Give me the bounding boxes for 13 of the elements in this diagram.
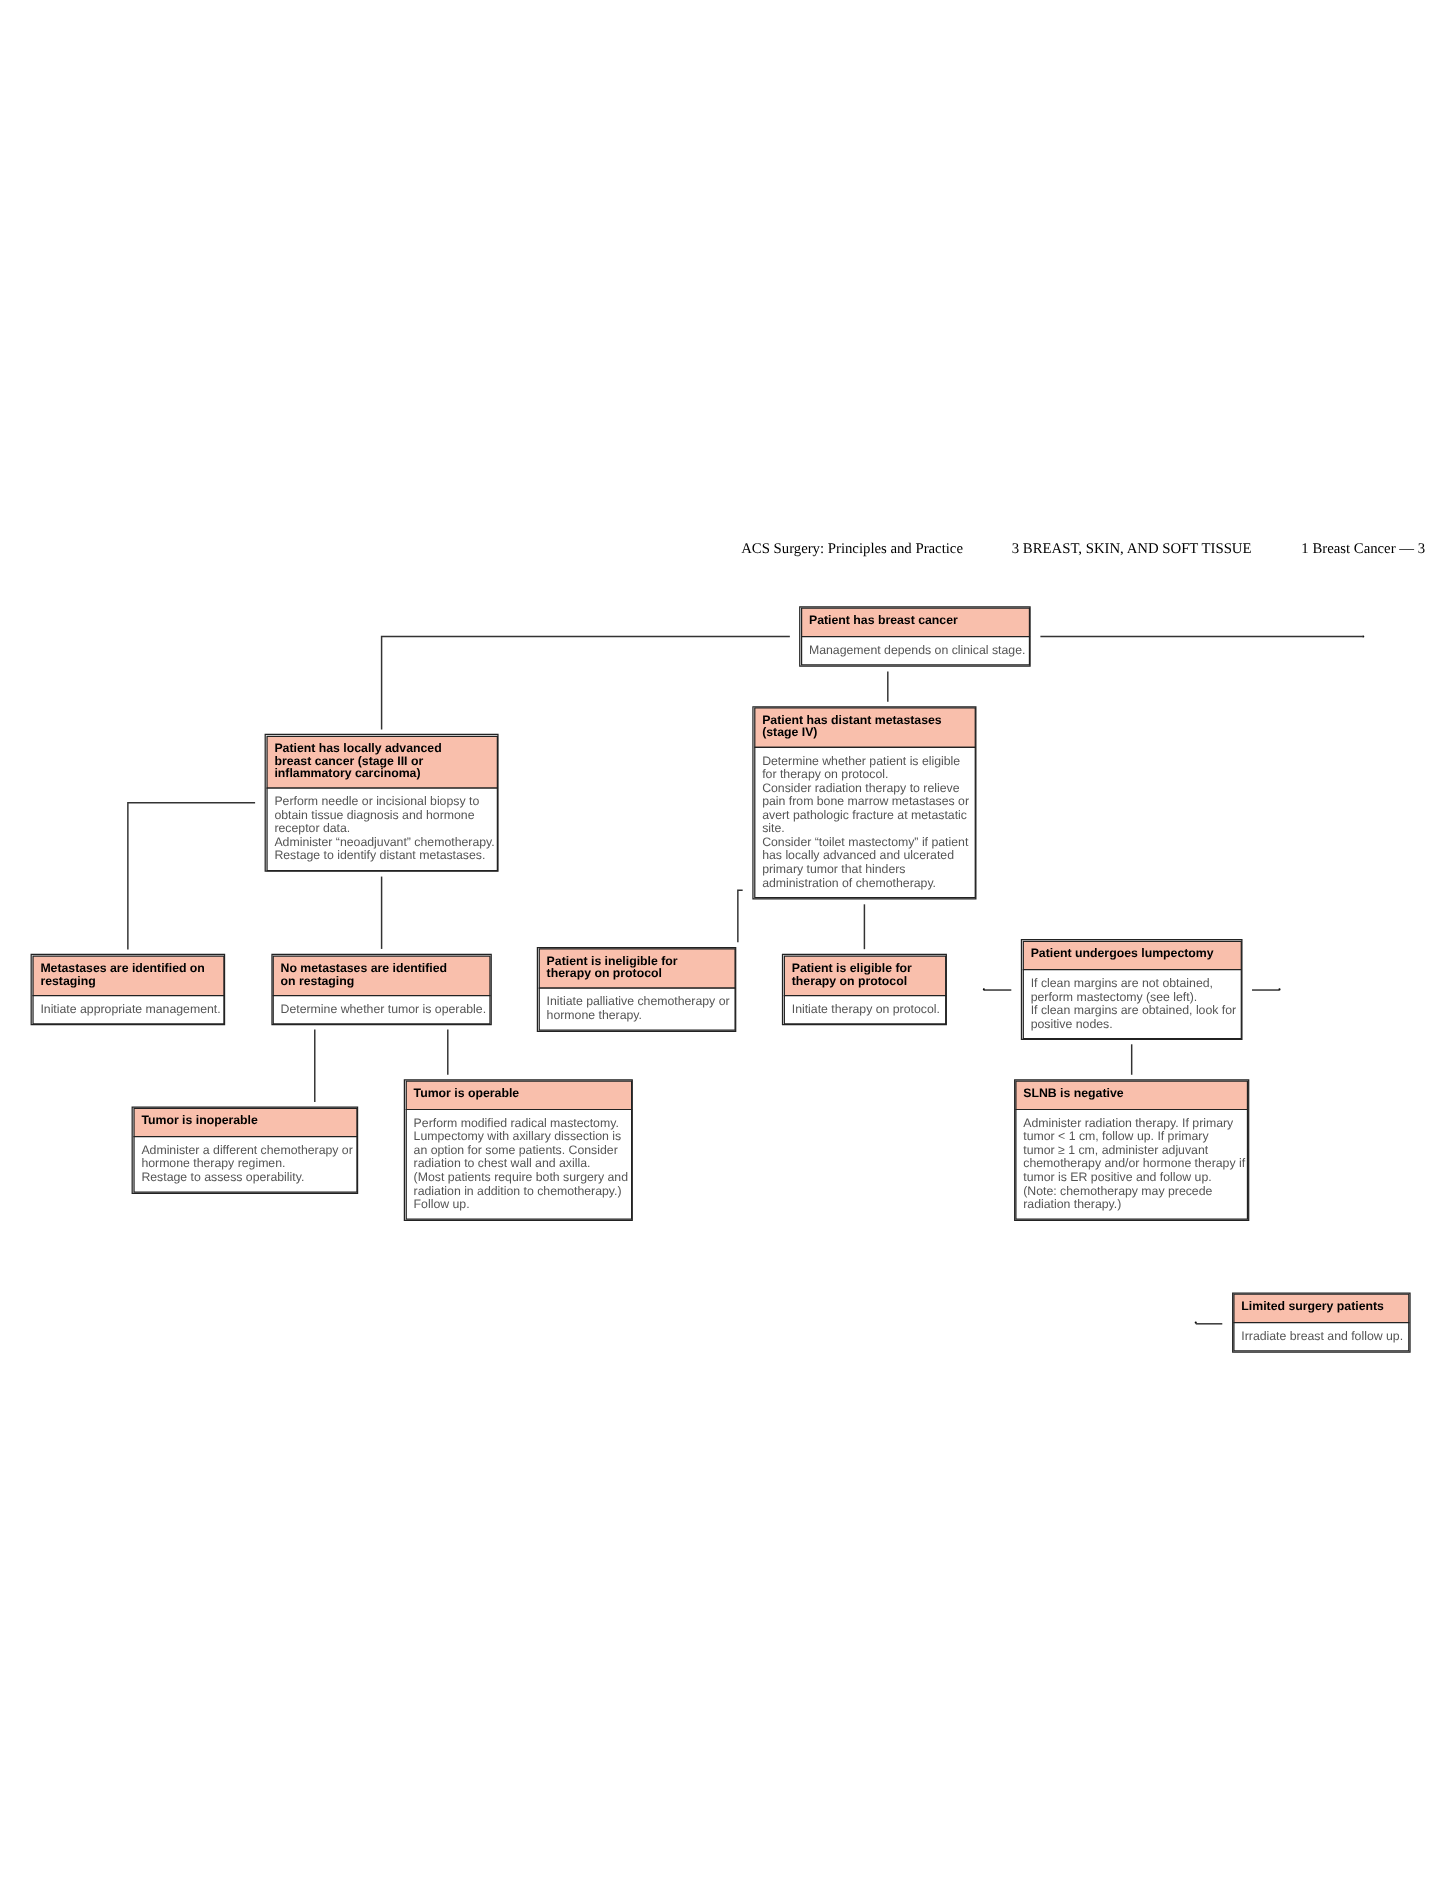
connector [983,989,1013,991]
connector [380,875,383,950]
connector [447,1028,449,1076]
connector [314,1028,316,1103]
connector [887,670,889,703]
connector [1251,989,1281,991]
connector [1039,635,1364,638]
connector [1195,1323,1223,1325]
connector [863,903,866,950]
connector [737,889,744,943]
connector [127,802,256,951]
connector [380,635,791,731]
connector [1130,1043,1133,1076]
